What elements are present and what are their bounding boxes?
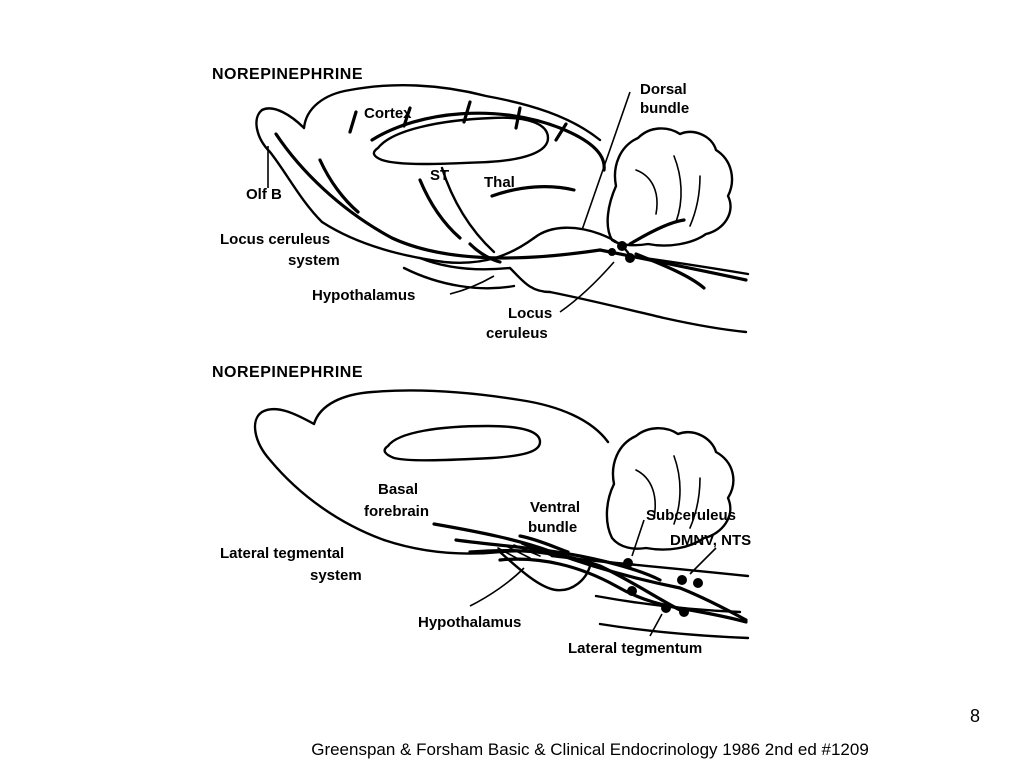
top-panel: NOREPINEPHRINE — [212, 66, 750, 342]
label-dmnv-nts: DMNV, NTS — [670, 532, 751, 549]
label-basal-line1: Basal — [378, 481, 418, 498]
label-locus-line1: Locus — [508, 305, 552, 322]
bottom-leader-lines — [469, 519, 717, 637]
locus-ceruleus-dot — [625, 253, 635, 263]
label-lateral-tegmental-system-line1: Lateral tegmental — [220, 545, 344, 562]
top-leader-lines — [267, 91, 631, 313]
label-ventral-line1: Ventral — [530, 499, 580, 516]
label-olf-b: Olf B — [246, 186, 282, 203]
label-dorsal-line2: bundle — [640, 100, 689, 117]
bottom-panel: NOREPINEPHRINE — [212, 364, 751, 657]
label-ventral-line2: bundle — [528, 519, 577, 536]
locus-ceruleus-dot — [608, 248, 616, 256]
lateral-tegmentum-dot — [679, 607, 689, 617]
citation: Greenspan & Forsham Basic & Clinical End… — [311, 740, 869, 759]
top-brain-outline — [255, 84, 750, 334]
label-locus-line2: ceruleus — [486, 325, 548, 342]
locus-ceruleus-dot — [617, 241, 627, 251]
subceruleus-dot — [623, 558, 633, 568]
label-hypothalamus-top: Hypothalamus — [312, 287, 415, 304]
top-panel-title: NOREPINEPHRINE — [212, 66, 363, 83]
label-dorsal-line1: Dorsal — [640, 81, 687, 98]
lateral-tegmentum-dot — [661, 603, 671, 613]
top-fiber-projections — [274, 100, 748, 290]
label-subceruleus: Subceruleus — [646, 507, 736, 524]
label-locus-ceruleus-system-line1: Locus ceruleus — [220, 231, 330, 248]
lateral-tegmentum-dot — [627, 586, 637, 596]
label-cortex: Cortex — [364, 105, 412, 122]
label-lateral-tegmentum: Lateral tegmentum — [568, 640, 702, 657]
label-lateral-tegmental-system-line2: system — [310, 567, 362, 584]
top-cell-bodies — [608, 241, 635, 263]
label-thal: Thal — [484, 174, 515, 191]
dmnv-nts-dot — [693, 578, 703, 588]
label-basal-line2: forebrain — [364, 503, 429, 520]
bottom-cell-bodies — [623, 558, 703, 617]
label-hypothalamus-bottom: Hypothalamus — [418, 614, 521, 631]
bottom-panel-title: NOREPINEPHRINE — [212, 364, 363, 381]
label-locus-ceruleus-system-line2: system — [288, 252, 340, 269]
page-number: 8 — [969, 706, 980, 726]
label-st: ST — [430, 167, 449, 184]
dmnv-nts-dot — [677, 575, 687, 585]
